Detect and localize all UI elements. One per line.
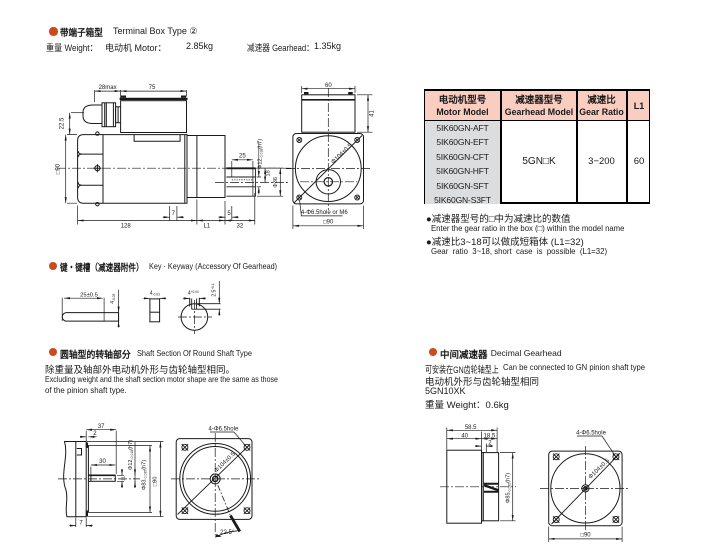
svg-text:75: 75 — [149, 85, 156, 91]
svg-text:7: 7 — [172, 211, 176, 217]
svg-text:□90: □90 — [56, 163, 62, 174]
svg-text:128: 128 — [121, 224, 132, 230]
svg-text:□90: □90 — [323, 220, 334, 226]
svg-text:28max: 28max — [99, 85, 117, 91]
svg-text:25±0.5: 25±0.5 — [80, 293, 98, 299]
svg-text:4-Φ6.5hole: 4-Φ6.5hole — [208, 427, 238, 433]
svg-text:32: 32 — [237, 224, 244, 230]
svg-text:7: 7 — [79, 521, 83, 527]
svg-text:5: 5 — [227, 211, 231, 217]
svg-text:4+0.04: 4+0.04 — [188, 290, 199, 297]
svg-text:□90: □90 — [153, 476, 159, 486]
svg-text:Φ104±0.5: Φ104±0.5 — [214, 451, 238, 474]
svg-text:Φ12-0.018(h7): Φ12-0.018(h7) — [257, 139, 263, 169]
svg-text:18: 18 — [266, 170, 272, 176]
svg-text:2: 2 — [93, 431, 97, 437]
svg-text:Φ104±0.5: Φ104±0.5 — [331, 142, 355, 165]
svg-text:58.5: 58.5 — [465, 425, 477, 431]
svg-text:Φ104±0.5: Φ104±0.5 — [588, 457, 612, 480]
svg-text:18.5: 18.5 — [484, 433, 496, 439]
svg-text:30: 30 — [99, 459, 106, 465]
svg-text:4-Φ6.5hole or M6: 4-Φ6.5hole or M6 — [301, 210, 348, 216]
svg-text:Φ83-0.035(h7): Φ83-0.035(h7) — [142, 460, 148, 490]
svg-text:2: 2 — [488, 441, 492, 447]
svg-text:Φ12-0.018(h7): Φ12-0.018(h7) — [128, 440, 134, 470]
svg-text:37: 37 — [98, 424, 105, 430]
svg-text:60: 60 — [325, 83, 332, 89]
svg-text:11: 11 — [121, 476, 127, 481]
svg-text:4-Φ6.5hole: 4-Φ6.5hole — [576, 431, 606, 437]
svg-text:41: 41 — [370, 110, 376, 117]
svg-text:22.5: 22.5 — [60, 117, 66, 129]
svg-text:25: 25 — [239, 154, 246, 160]
svg-text:□90: □90 — [580, 532, 591, 538]
svg-text:Φ36: Φ36 — [273, 177, 279, 188]
svg-text:L1: L1 — [203, 224, 210, 230]
svg-text:40: 40 — [461, 433, 468, 439]
svg-text:4-0.03: 4-0.03 — [150, 291, 160, 297]
svg-text:4-0.03: 4-0.03 — [110, 293, 116, 303]
svg-text:Φ85-0.035(h7): Φ85-0.035(h7) — [505, 473, 511, 503]
svg-text:2.5+0.1: 2.5+0.1 — [211, 283, 218, 296]
svg-text:22.5°: 22.5° — [220, 530, 235, 536]
